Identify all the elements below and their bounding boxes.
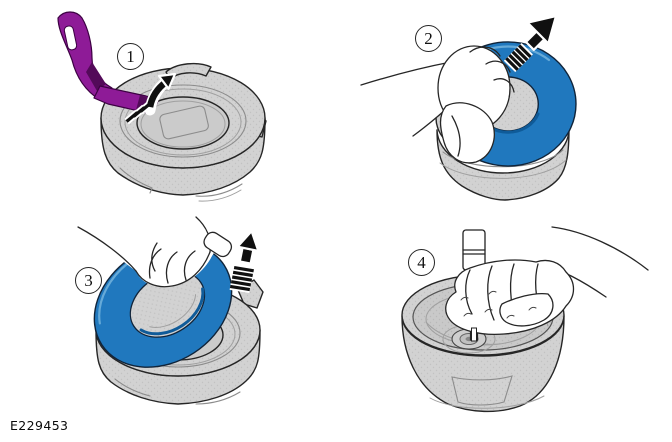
direction-arrow-2: [503, 14, 558, 73]
hand-2: [77, 215, 233, 288]
tool-shaft-tip: [471, 327, 477, 342]
step-1-number: 1: [126, 47, 135, 66]
figure-reference-code: E229453: [10, 418, 69, 433]
step-2-number: 2: [424, 29, 433, 48]
direction-arrow-3: [229, 230, 260, 294]
finger-crease-marks: [460, 290, 537, 319]
pry-tool-icon: [57, 11, 159, 115]
step-1-callout: 1: [117, 43, 144, 70]
step-3-callout: 3: [75, 267, 102, 294]
step-3-number: 3: [84, 271, 93, 290]
step-1-illustration: [57, 11, 267, 202]
step-4-callout: 4: [408, 249, 435, 276]
step-2-callout: 2: [415, 25, 442, 52]
step-3-illustration: [77, 215, 264, 405]
step-2-illustration: [360, 14, 577, 201]
direction-arrow-1: [124, 72, 177, 125]
hand: [360, 45, 515, 164]
hand-3: [445, 226, 649, 342]
step-4-number: 4: [417, 253, 426, 272]
housing-cover: [100, 62, 267, 202]
step-4-illustration: [401, 226, 649, 413]
